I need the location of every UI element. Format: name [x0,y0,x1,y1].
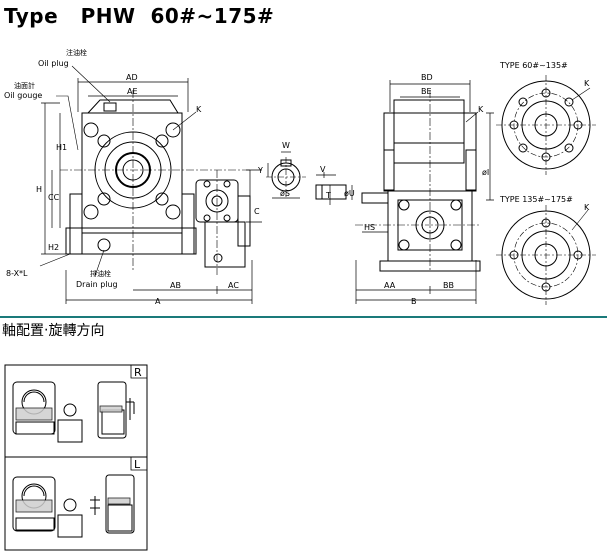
dim-B: B [411,297,417,306]
dim-BB: BB [443,281,454,290]
dim-C: C [254,207,260,216]
oil-plug-label-jp: 注油栓 [66,48,87,57]
dim-HS: HS [364,223,375,232]
dim-AE: AE [127,87,138,96]
flange-large [496,205,596,305]
dim-K-front: K [196,105,202,114]
flange-small [496,75,596,175]
dim-H: H [36,185,42,194]
shaft-keyway-detail [266,151,306,199]
oil-plug-label: Oil plug [38,59,69,68]
base-plate [65,227,197,255]
dim-BD: BD [421,73,433,82]
bolt-spec-label: 8-X*L [6,269,28,278]
dim-T: T [325,191,331,200]
side-view [355,80,494,304]
dim-H2: H2 [48,243,59,252]
rotation-right-label: R [134,366,142,379]
dim-A: A [155,297,161,306]
dim-phiI: øI [482,168,489,177]
oil-gauge-label: Oil gouge [4,91,42,100]
dim-W: W [282,141,290,150]
dim-AA: AA [384,281,396,290]
dim-K-flange-small: K [584,79,590,88]
rotation-left-side [90,474,135,534]
dim-H1: H1 [56,143,67,152]
dim-CC: CC [48,193,60,202]
type-large-label: TYPE 135#~175# [499,195,573,204]
dim-phiS: øS [280,189,290,198]
oil-gauge-label-jp: 油面計 [14,81,35,90]
section-heading: 軸配置‧旋轉方向 [2,323,105,339]
drain-plug-label: Drain plug [76,280,118,289]
drain-plug-label-jp: 排油栓 [90,269,111,278]
rotation-diagram-box [4,364,148,551]
front-view [39,65,262,304]
type-small-label: TYPE 60#~135# [499,61,568,70]
dim-Y: Y [257,166,263,175]
rotation-right-front [12,381,83,443]
shaft-end-detail [315,172,353,205]
dim-BE: BE [421,87,432,96]
dim-phiU: øU [344,189,355,198]
dim-V: V [320,165,326,174]
dim-AD: AD [126,73,138,82]
dim-AC: AC [228,281,239,290]
page-title: Type PHW 60#~175# [4,4,275,28]
section-divider [0,316,607,318]
dim-K-side: K [478,105,484,114]
rotation-left-label: L [134,458,141,471]
dim-AB: AB [170,281,181,290]
front-housing [81,112,183,234]
dim-K-flange-large: K [584,203,590,212]
